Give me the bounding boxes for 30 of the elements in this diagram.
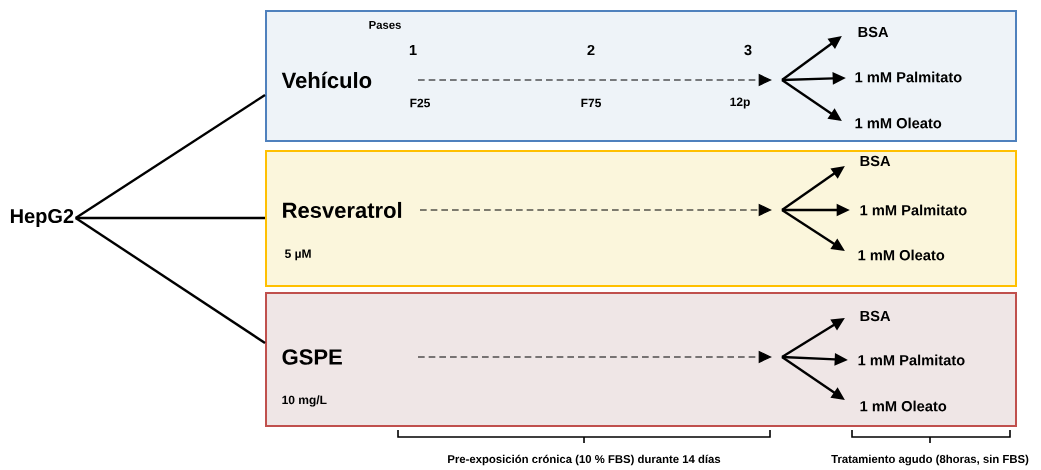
treatment-label: GSPE [282, 349, 342, 365]
condition-label: 1 mM Palmitato [860, 204, 967, 216]
condition-label: BSA [860, 310, 891, 322]
connector-line [75, 217, 266, 344]
axis-title: Pases [369, 21, 401, 29]
bracket-label: Pre-exposición crónica (10 % FBS) durante 14 días [448, 454, 721, 466]
bracket-label: Tratamiento agudo (8horas, sin FBS) [831, 454, 1029, 466]
cell-line-label: HepG2 [10, 208, 74, 228]
treatment-label: Resveratrol [283, 201, 402, 219]
condition-label: 1 mM Palmitato [858, 354, 965, 366]
passage-number: 1 [409, 44, 417, 56]
condition-label: 1 mM Palmitato [855, 71, 962, 83]
treatment-label: Vehículo [281, 71, 372, 89]
condition-label: 1 mM Oleato [858, 249, 945, 261]
dose-label: 5 µM [285, 249, 311, 261]
connector-line [75, 94, 266, 219]
condition-label: 1 mM Oleato [855, 117, 942, 129]
group-box [265, 150, 1017, 287]
condition-label: BSA [858, 26, 889, 38]
passage-number: 2 [587, 44, 595, 56]
passage-label: 12p [730, 97, 750, 109]
dose-label: 10 mg/L [282, 395, 327, 407]
connector-line [75, 216, 265, 220]
group-box [265, 292, 1017, 427]
condition-label: 1 mM Oleato [860, 400, 947, 412]
group-box [265, 10, 1017, 142]
passage-label: F75 [581, 98, 601, 108]
passage-label: F25 [410, 98, 430, 108]
condition-label: BSA [860, 155, 891, 167]
passage-number: 3 [744, 44, 752, 56]
